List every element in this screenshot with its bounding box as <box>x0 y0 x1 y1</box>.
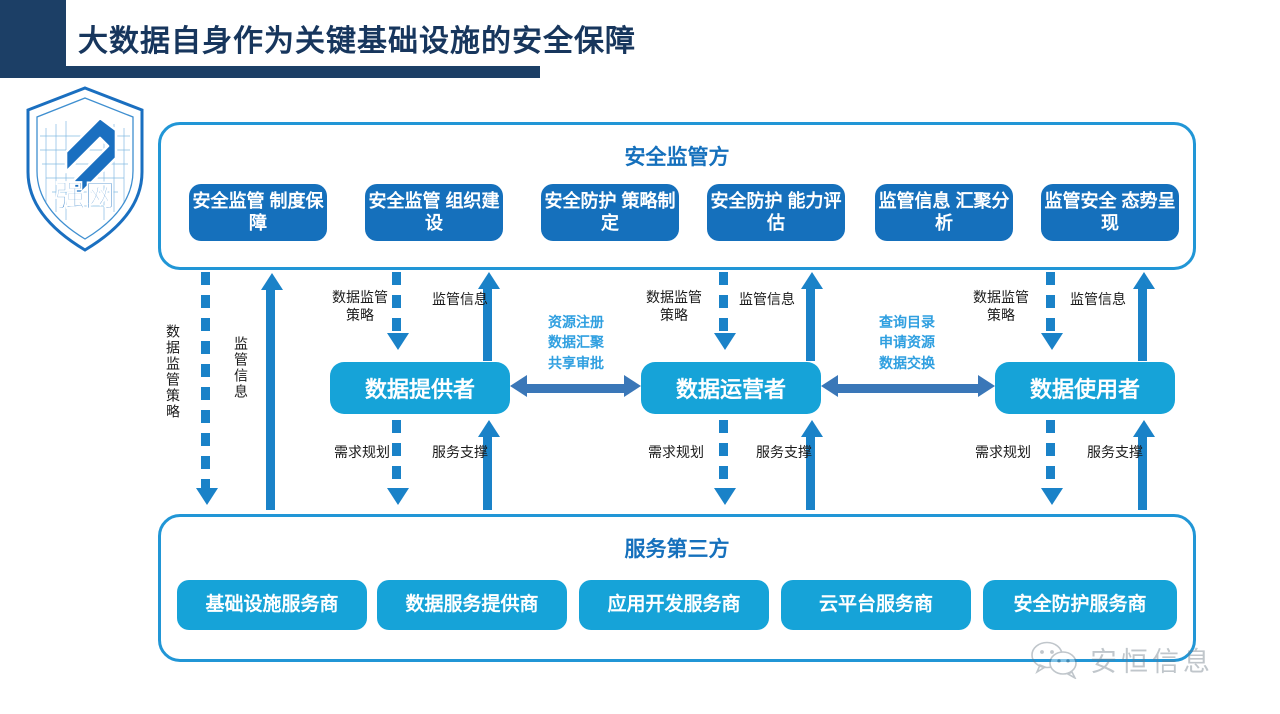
third-party-box-4[interactable]: 云平台服务商 <box>781 580 971 630</box>
regulator-box-1-label: 安全监管 制度保障 <box>192 190 324 233</box>
logo-text: 强网 <box>55 180 115 213</box>
label-p1-up-support: 服务支撑 <box>432 444 488 460</box>
arrow-p3-support-shaft <box>1138 437 1147 510</box>
regulator-box-1[interactable]: 安全监管 制度保障 <box>189 184 327 241</box>
actor-data-consumer[interactable]: 数据使用者 <box>995 362 1175 414</box>
arrow-p1-policy-head <box>387 333 409 350</box>
title-underline-rule <box>0 66 540 78</box>
arrow-operator-consumer-head-right <box>978 375 995 397</box>
label-operator-consumer-exchange: 查询目录 申请资源 数据交换 <box>879 314 935 371</box>
page-title: 大数据自身作为关键基础设施的安全保障 <box>78 25 636 58</box>
label-p3-down-policy: 数据监管 策略 <box>973 289 1029 323</box>
arrow-p3-policy-head <box>1041 333 1063 350</box>
actor-data-consumer-label: 数据使用者 <box>1029 377 1140 402</box>
regulator-box-2-label: 安全监管 组织建设 <box>368 190 500 233</box>
arrow-p2-info-head <box>801 272 823 289</box>
third-party-box-5[interactable]: 安全防护服务商 <box>983 580 1177 630</box>
label-p2-up-support: 服务支撑 <box>756 444 812 460</box>
label-outer-up-info: 监管信息 <box>233 336 249 400</box>
arrow-p1-support-head <box>478 420 500 437</box>
arrow-p1-info-head <box>478 272 500 289</box>
regulator-box-6[interactable]: 监管安全 态势呈现 <box>1041 184 1179 241</box>
arrow-p2-policy-head <box>714 333 736 350</box>
regulator-box-4[interactable]: 安全防护 能力评估 <box>707 184 845 241</box>
arrow-p3-info-shaft <box>1138 289 1147 361</box>
arrow-p3-info-head <box>1133 272 1155 289</box>
arrow-p1-demand-shaft <box>392 420 401 488</box>
wechat-icon <box>1031 641 1077 679</box>
arrow-operator-consumer-head-left <box>821 375 838 397</box>
third-party-box-4-label: 云平台服务商 <box>818 593 933 615</box>
label-p1-down-policy: 数据监管 策略 <box>332 289 388 323</box>
label-outer-down-policy: 数据监管策略 <box>165 324 181 420</box>
third-party-panel: 服务第三方 基础设施服务商 数据服务提供商 应用开发服务商 云平台服务商 安全防… <box>158 514 1196 662</box>
third-party-box-2[interactable]: 数据服务提供商 <box>377 580 567 630</box>
regulator-box-2[interactable]: 安全监管 组织建设 <box>365 184 503 241</box>
label-p2-up-info: 监管信息 <box>739 291 795 307</box>
label-p2-down-demand: 需求规划 <box>648 444 704 460</box>
arrow-p1-info-shaft <box>483 289 492 361</box>
regulator-box-4-label: 安全防护 能力评估 <box>710 190 842 233</box>
actor-data-provider-label: 数据提供者 <box>364 377 475 402</box>
third-party-box-2-label: 数据服务提供商 <box>405 593 539 615</box>
arrow-provider-operator-shaft <box>527 384 624 393</box>
regulator-box-3[interactable]: 安全防护 策略制定 <box>541 184 679 241</box>
arrow-operator-consumer-shaft <box>838 384 978 393</box>
arrow-p2-support-head <box>801 420 823 437</box>
shield-logo: 强网 <box>22 84 148 254</box>
watermark-text: 安恒信息 <box>1090 647 1214 677</box>
arrow-p2-policy-shaft <box>719 272 728 334</box>
arrow-outer-info-shaft <box>266 290 275 510</box>
arrow-p1-support-shaft <box>483 437 492 510</box>
arrow-p3-demand-head <box>1041 488 1063 505</box>
actor-data-provider[interactable]: 数据提供者 <box>330 362 510 414</box>
third-party-box-1-label: 基础设施服务商 <box>205 593 339 615</box>
arrow-p3-support-head <box>1133 420 1155 437</box>
label-p1-up-info: 监管信息 <box>432 291 488 307</box>
third-party-box-1[interactable]: 基础设施服务商 <box>177 580 367 630</box>
arrow-outer-policy-shaft <box>201 272 210 490</box>
label-p3-up-support: 服务支撑 <box>1087 444 1143 460</box>
third-party-box-3[interactable]: 应用开发服务商 <box>579 580 769 630</box>
arrow-provider-operator-head-left <box>510 375 527 397</box>
regulator-panel: 安全监管方 安全监管 制度保障 安全监管 组织建设 安全防护 策略制定 安全防护… <box>158 122 1196 270</box>
arrow-p1-policy-shaft <box>392 272 401 334</box>
third-party-box-5-label: 安全防护服务商 <box>1013 593 1147 615</box>
arrow-p3-policy-shaft <box>1046 272 1055 334</box>
title-accent-block <box>0 0 66 74</box>
label-p3-up-info: 监管信息 <box>1070 291 1126 307</box>
arrow-p2-info-shaft <box>806 289 815 361</box>
arrow-outer-info-head <box>261 273 283 290</box>
actor-data-operator-label: 数据运营者 <box>675 377 786 402</box>
third-party-box-3-label: 应用开发服务商 <box>607 593 741 615</box>
regulator-box-5-label: 监管信息 汇聚分析 <box>878 190 1010 233</box>
label-p2-down-policy: 数据监管 策略 <box>646 289 702 323</box>
label-p1-down-demand: 需求规划 <box>334 444 390 460</box>
regulator-box-5[interactable]: 监管信息 汇聚分析 <box>875 184 1013 241</box>
arrow-p1-demand-head <box>387 488 409 505</box>
actor-data-operator[interactable]: 数据运营者 <box>641 362 821 414</box>
arrow-p2-demand-shaft <box>719 420 728 488</box>
label-p3-down-demand: 需求规划 <box>975 444 1031 460</box>
label-provider-operator-exchange: 资源注册 数据汇聚 共享审批 <box>548 314 604 371</box>
arrow-p3-demand-shaft <box>1046 420 1055 488</box>
regulator-box-3-label: 安全防护 策略制定 <box>544 190 676 233</box>
arrow-outer-policy-head <box>196 488 218 505</box>
arrow-provider-operator-head-right <box>624 375 641 397</box>
watermark: 安恒信息 <box>1030 640 1214 679</box>
regulator-panel-title: 安全监管方 <box>624 146 730 169</box>
regulator-box-6-label: 监管安全 态势呈现 <box>1044 190 1176 233</box>
arrow-p2-demand-head <box>714 488 736 505</box>
third-party-panel-title: 服务第三方 <box>624 538 730 561</box>
arrow-p2-support-shaft <box>806 437 815 510</box>
